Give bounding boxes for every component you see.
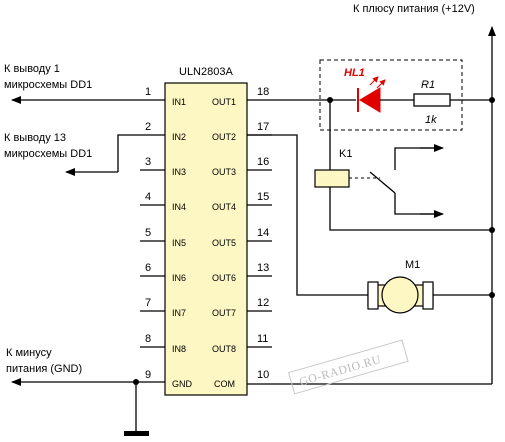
pin-number-6: 6 (145, 262, 151, 274)
chip-pin-label-out3: OUT3 (212, 167, 236, 177)
pin-number-10: 10 (257, 369, 269, 381)
ground-label-line1: К минусу (6, 347, 52, 359)
chip-pin-label-out4: OUT4 (212, 202, 236, 212)
relay-coil (314, 169, 350, 188)
pin-number-4: 4 (145, 191, 151, 203)
input1-label-line1: К выводу 1 (4, 63, 60, 75)
chip-pin-label-in1: IN1 (172, 97, 186, 107)
pin-number-3: 3 (145, 156, 151, 168)
ground-symbol (124, 431, 149, 436)
motor-label: M1 (405, 259, 420, 271)
chip-pin-label-out2: OUT2 (212, 132, 236, 142)
pin-number-17: 17 (257, 121, 269, 133)
chip-pin-label-out5: OUT5 (212, 238, 236, 248)
left-pin-stubs (140, 99, 165, 383)
pin-number-7: 7 (145, 297, 151, 309)
supply-junction-relay (489, 227, 495, 233)
led-label: HL1 (344, 67, 365, 79)
chip-pin-label-out8: OUT8 (212, 344, 236, 354)
input1-label-line2: микросхемы DD1 (4, 79, 92, 91)
chip-pin-label-in5: IN5 (172, 238, 186, 248)
relay-switch-blade (369, 171, 396, 194)
resistor-r1 (413, 93, 451, 107)
relay-label: K1 (339, 148, 352, 160)
chip-pin-label-in4: IN4 (172, 202, 186, 212)
chip-pin-label-out7: OUT7 (212, 308, 236, 318)
pin-number-14: 14 (257, 227, 269, 239)
pin-number-16: 16 (257, 156, 269, 168)
chip-pin-label-in2: IN2 (172, 132, 186, 142)
pin-number-8: 8 (145, 333, 151, 345)
motor-symbol (381, 276, 419, 314)
chip-pin-label-in8: IN8 (172, 344, 186, 354)
chip-name: ULN2803A (179, 66, 233, 78)
right-pin-stubs (247, 134, 272, 348)
chip-pin-label-in3: IN3 (172, 167, 186, 177)
pin-number-18: 18 (257, 86, 269, 98)
chip-pin-label-com: COM (214, 379, 235, 389)
chip-pin-label-in7: IN7 (172, 308, 186, 318)
ground-label-line2: питания (GND) (6, 363, 82, 375)
chip-pin-label-out6: OUT6 (212, 273, 236, 283)
watermark: GO-RADIO.RU (287, 339, 409, 395)
pin-number-13: 13 (257, 262, 269, 274)
out2-wire (247, 134, 368, 296)
chip-left-pins: IN1 IN2 IN3 IN4 IN5 IN6 IN7 IN8 GND (172, 97, 193, 389)
pin-number-1: 1 (145, 86, 151, 98)
relay-coil-to-supply (329, 187, 492, 231)
ground-junction (133, 379, 139, 385)
pin-number-12: 12 (257, 297, 269, 309)
pin-number-11: 11 (257, 333, 268, 345)
chip-right-pins: OUT1 OUT2 OUT3 OUT4 OUT5 OUT6 OUT7 OUT8 … (212, 97, 236, 389)
pin-number-5: 5 (145, 227, 151, 239)
supply-label: К плюсу питания (+12V) (353, 3, 475, 15)
chip-body (164, 82, 248, 396)
pin-number-9: 9 (145, 369, 151, 381)
relay-contact-lower (394, 193, 441, 215)
supply-junction-motor (489, 292, 495, 298)
chip-pin-label-out1: OUT1 (212, 97, 236, 107)
motor-brush-left (367, 281, 379, 310)
led-hl1 (357, 76, 414, 113)
motor-brush-right (422, 281, 434, 310)
input13-label-line2: микросхемы DD1 (4, 148, 92, 160)
resistor-value: 1k (425, 114, 437, 126)
input13-wire (117, 134, 140, 172)
chip-pin-label-in6: IN6 (172, 273, 186, 283)
relay-contact-upper (394, 147, 441, 170)
pin-number-15: 15 (257, 191, 269, 203)
supply-junction-top (489, 97, 495, 103)
chip-pin-label-gnd: GND (172, 379, 193, 389)
resistor-label: R1 (421, 79, 435, 91)
input13-label-line1: К выводу 13 (4, 132, 66, 144)
led-module-box (319, 59, 463, 131)
pin-number-2: 2 (145, 121, 151, 133)
